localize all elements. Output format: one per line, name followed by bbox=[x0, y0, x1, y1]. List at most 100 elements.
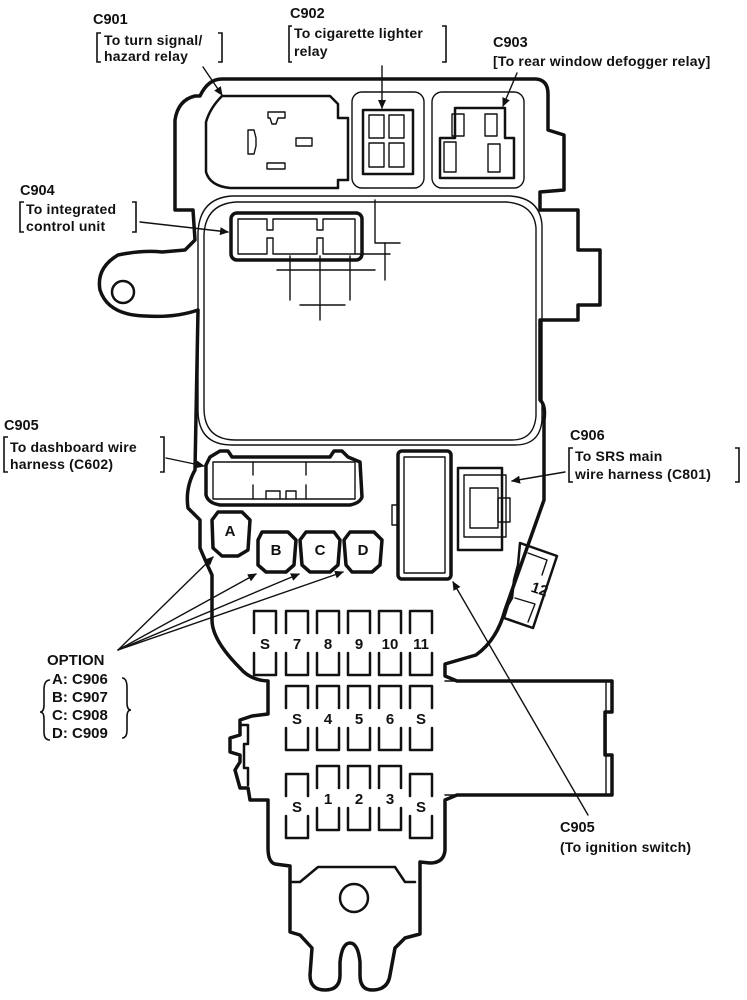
c901-id: C901 bbox=[93, 12, 128, 28]
fuse-slot-spare[interactable]: S bbox=[408, 684, 434, 752]
fuse-slot-2[interactable]: 2 bbox=[346, 764, 372, 832]
fuse-slot-10[interactable]: 10 bbox=[377, 609, 403, 677]
fuse-label: 9 bbox=[355, 636, 363, 653]
c902-callout: C902 To cigarette lighter relay bbox=[288, 6, 447, 63]
fuse-slot-7[interactable]: 7 bbox=[284, 609, 310, 677]
c905-dashboard-connector[interactable] bbox=[204, 449, 364, 507]
c901-desc-2: hazard relay bbox=[104, 48, 188, 64]
c905-ignition-connector[interactable] bbox=[391, 449, 453, 581]
fuse-12[interactable]: 12 bbox=[502, 541, 559, 630]
c905-dash-arrow bbox=[165, 457, 205, 469]
option-item-d: D: C909 bbox=[52, 725, 108, 742]
option-item-b: B: C907 bbox=[52, 689, 108, 706]
fuse-terminal-bottom bbox=[284, 726, 310, 752]
option-c-arrow bbox=[117, 573, 300, 651]
c902-desc-2: relay bbox=[294, 43, 328, 59]
option-connector-a-label: A bbox=[225, 523, 236, 540]
fuse-terminal-top bbox=[346, 609, 372, 635]
fuse-terminal-top bbox=[315, 609, 341, 635]
fuse-slot-spare[interactable]: S bbox=[284, 684, 310, 752]
fuse-slot-1[interactable]: 1 bbox=[315, 764, 341, 832]
c903-callout: C903 [To rear window defogger relay] bbox=[493, 35, 710, 69]
c906-desc-2: wire harness (C801) bbox=[574, 466, 711, 482]
option-connector-c[interactable]: C bbox=[298, 530, 342, 574]
fuse-slot-6[interactable]: 6 bbox=[377, 684, 403, 752]
c906-callout: C906 To SRS main wire harness (C801) bbox=[568, 428, 740, 483]
fuse-terminal-top bbox=[284, 609, 310, 635]
option-legend: OPTION A: C906 B: C907 C: C908 D: C909 bbox=[39, 652, 132, 742]
fuse-slot-spare[interactable]: S bbox=[284, 772, 310, 840]
fuse-label: 2 bbox=[355, 791, 363, 808]
c905-dash-id: C905 bbox=[4, 418, 39, 434]
c905-ign-desc-1: (To ignition switch) bbox=[560, 839, 691, 855]
fuse-slot-3[interactable]: 3 bbox=[377, 764, 403, 832]
c906-id: C906 bbox=[570, 428, 605, 444]
fuse-label: 6 bbox=[386, 711, 394, 728]
fuse-label: 1 bbox=[324, 791, 332, 808]
option-d-arrow bbox=[117, 570, 344, 651]
c905-dash-desc-2: harness (C602) bbox=[10, 456, 113, 472]
left-clip bbox=[238, 723, 250, 787]
fuse-slot-11[interactable]: 11 bbox=[408, 609, 434, 677]
leader-lines bbox=[117, 65, 589, 816]
fuse-slot-4[interactable]: 4 bbox=[315, 684, 341, 752]
fuse-terminal-bottom bbox=[377, 726, 403, 752]
fuse-label: 10 bbox=[382, 636, 399, 653]
fuse-terminal-top bbox=[377, 764, 403, 790]
option-connector-d-label: D bbox=[358, 542, 369, 559]
c904-id: C904 bbox=[20, 183, 55, 199]
fuse-terminal-bottom bbox=[315, 806, 341, 832]
c903-arrow bbox=[502, 72, 518, 107]
c902-relay-socket[interactable] bbox=[351, 91, 425, 189]
fuse-terminal-top bbox=[315, 684, 341, 710]
fuse-slot-spare[interactable]: S bbox=[252, 609, 278, 677]
c903-id: C903 bbox=[493, 35, 528, 51]
c906-desc-1: To SRS main bbox=[575, 448, 663, 464]
c904-arrow bbox=[139, 221, 229, 236]
option-item-a: A: C906 bbox=[52, 671, 108, 688]
option-b-arrow bbox=[117, 573, 257, 651]
c906-srs-connector[interactable] bbox=[456, 466, 511, 552]
fuse-slot-5[interactable]: 5 bbox=[346, 684, 372, 752]
c902-id: C902 bbox=[290, 6, 325, 22]
fuse-terminal-bottom bbox=[408, 651, 434, 677]
option-connector-b[interactable]: B bbox=[256, 530, 298, 574]
fuse-terminal-top bbox=[252, 609, 278, 635]
fuse-label: 4 bbox=[324, 711, 333, 728]
fuse-terminal-top bbox=[346, 684, 372, 710]
c903-relay-socket[interactable] bbox=[431, 91, 525, 189]
fuse-slot-8[interactable]: 8 bbox=[315, 609, 341, 677]
fuse-terminal-top bbox=[408, 684, 434, 710]
fuse-terminal-bottom bbox=[284, 651, 310, 677]
fuse-slot-9[interactable]: 9 bbox=[346, 609, 372, 677]
fuse-terminal-top bbox=[284, 772, 310, 798]
option-connector-a[interactable]: A bbox=[210, 510, 252, 558]
fuse-terminal-bottom bbox=[252, 651, 278, 677]
fuse-terminal-top bbox=[346, 764, 372, 790]
fuse-terminal-bottom bbox=[408, 814, 434, 840]
fuse-terminal-bottom bbox=[346, 726, 372, 752]
fuse-label: S bbox=[292, 799, 302, 816]
fuse-label: 8 bbox=[324, 636, 332, 653]
c902-desc-1: To cigarette lighter bbox=[294, 25, 423, 41]
fuse-label: 11 bbox=[413, 636, 429, 653]
fuse-terminal-bottom bbox=[315, 651, 341, 677]
fuse-label: S bbox=[416, 711, 426, 728]
c905-ign-id: C905 bbox=[560, 820, 595, 836]
c901-arrow bbox=[202, 66, 223, 96]
fuse-terminal-bottom bbox=[346, 651, 372, 677]
fuse-terminal-top bbox=[284, 684, 310, 710]
c901-callout: C901 To turn signal/ hazard relay bbox=[93, 12, 223, 64]
fuse-terminal-bottom bbox=[408, 726, 434, 752]
c901-relay-socket[interactable] bbox=[204, 94, 350, 190]
option-connector-b-label: B bbox=[271, 542, 282, 559]
fuse-label: S bbox=[260, 636, 270, 653]
option-connector-d[interactable]: D bbox=[342, 530, 384, 574]
fuse-slot-spare[interactable]: S bbox=[408, 772, 434, 840]
c904-connector[interactable] bbox=[229, 211, 364, 262]
fuse-terminal-top bbox=[377, 684, 403, 710]
c901-desc-1: To turn signal/ bbox=[104, 32, 202, 48]
ignition-switch-housing bbox=[444, 680, 607, 796]
